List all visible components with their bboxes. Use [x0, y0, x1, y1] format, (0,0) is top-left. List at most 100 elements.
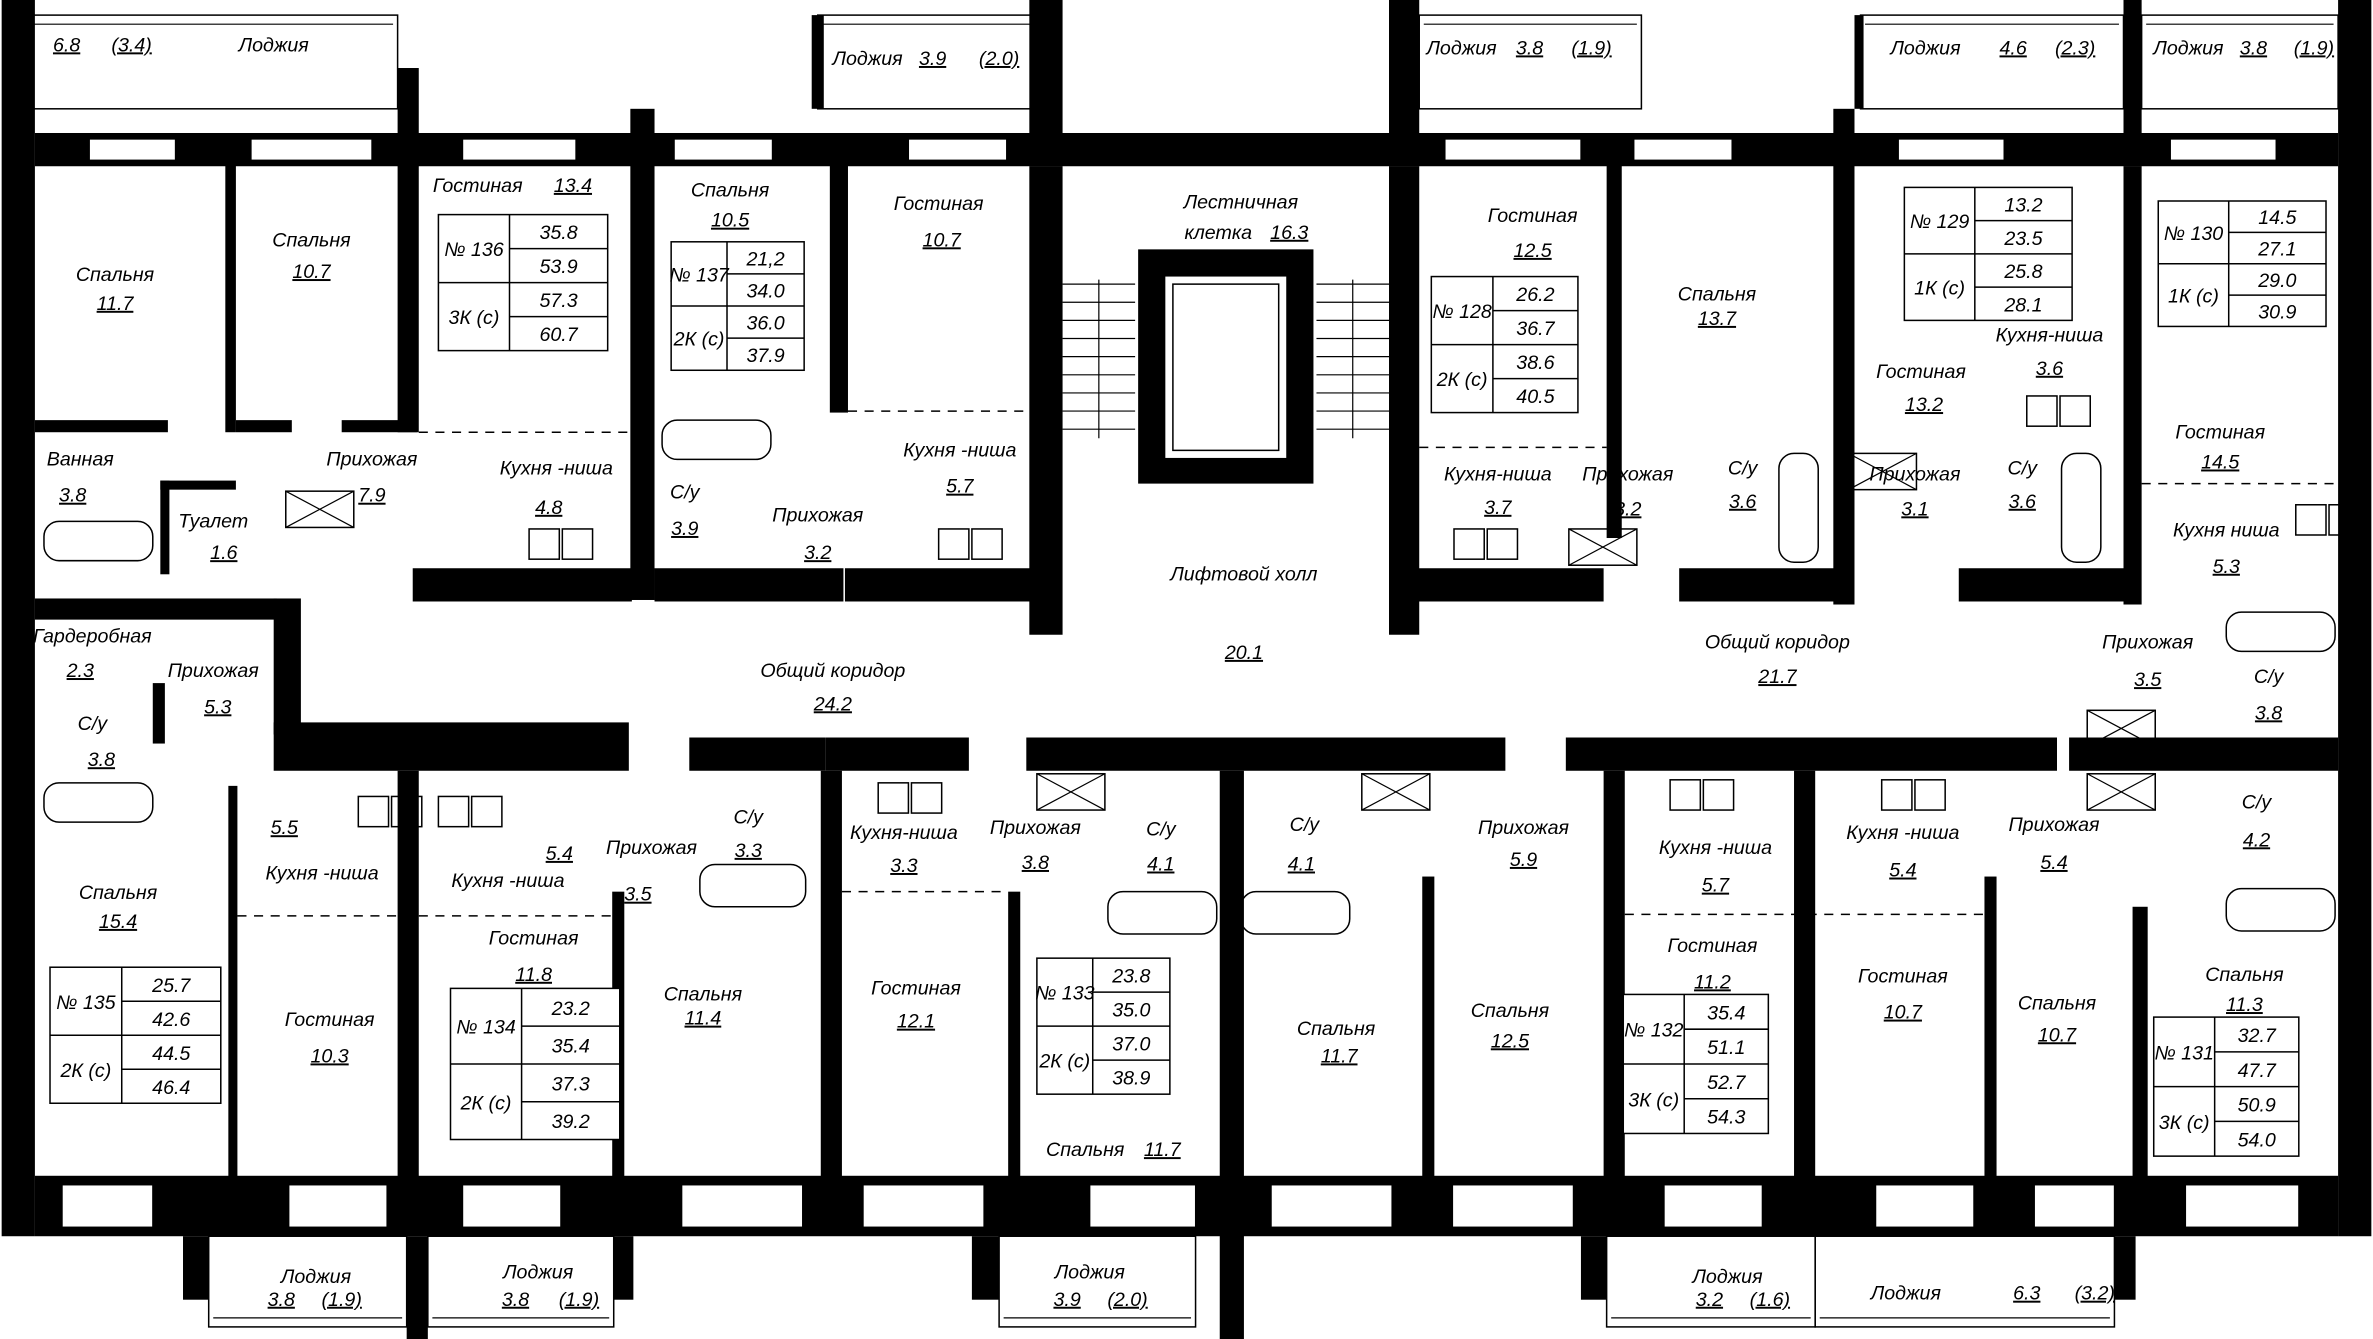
- stair-area: 16.3: [1270, 222, 1308, 244]
- room-area: 12.5: [1513, 240, 1551, 262]
- apartment-area-value: 35.4: [552, 1036, 590, 1058]
- room-name: Прихожая: [168, 660, 260, 682]
- room-area: 10.5: [711, 210, 749, 232]
- apartment-area-value: 25.8: [2003, 261, 2042, 283]
- bathtub-icon: [2225, 611, 2336, 653]
- room-area: 3.5: [2134, 669, 2161, 691]
- apartment-number: № 134: [456, 1017, 516, 1039]
- bathtub-icon: [2060, 452, 2102, 563]
- room-area: 3.1: [1901, 498, 1928, 520]
- room-area: 11.7: [97, 293, 135, 315]
- room-name: Прихожая: [990, 817, 1082, 839]
- apartment-area-value: 36.7: [1516, 318, 1555, 340]
- wall: [1606, 163, 1622, 539]
- room-name: Гостиная: [1876, 361, 1966, 383]
- loggia-outline: [28, 14, 399, 110]
- room-name: Спальня: [1471, 1000, 1550, 1022]
- stove-icon: [1453, 528, 1485, 560]
- apartment-area-value: 38.9: [1112, 1068, 1150, 1090]
- apartment-area-value: 35.8: [539, 222, 577, 244]
- room-area: 13.2: [1905, 394, 1943, 416]
- loggia-outline: [1418, 14, 1643, 110]
- loggia-area: 3.8: [1516, 37, 1543, 59]
- bathtub-icon: [43, 782, 154, 823]
- room-name: Спальня: [1297, 1018, 1376, 1040]
- wall: [183, 1236, 209, 1300]
- apartment-area-value: 37.3: [552, 1073, 590, 1095]
- apartment-area-value: 37.9: [746, 345, 784, 367]
- wall: [1603, 770, 1625, 1194]
- window: [681, 1184, 804, 1228]
- wardrobe-icon: [1036, 773, 1106, 811]
- room-name: Туалет: [178, 510, 248, 532]
- room-name: С/у: [1290, 814, 1321, 836]
- stove-icon: [357, 795, 390, 828]
- fixtures: [43, 279, 2361, 935]
- apartment-number: № 130: [2164, 223, 2224, 245]
- room-name: Прихожая: [1869, 464, 1961, 486]
- loggia-label: Лоджия: [1869, 1283, 1942, 1305]
- wall: [397, 163, 419, 433]
- apartment-area-value: 54.0: [2238, 1129, 2276, 1151]
- room-area: 5.3: [204, 696, 231, 718]
- room-area: 11.3: [2226, 994, 2263, 1016]
- room-name: Гостиная: [871, 977, 961, 999]
- room-name: С/у: [2254, 666, 2285, 688]
- room-area: 12.1: [897, 1011, 935, 1033]
- apartment-number: № 135: [56, 992, 116, 1014]
- room-name: С/у: [1146, 819, 1177, 841]
- apartment-area-value: 54.3: [1707, 1107, 1745, 1129]
- room-name: Кухня -ниша: [265, 863, 378, 885]
- apartment-number: № 132: [1624, 1020, 1684, 1042]
- room-name: С/у: [2008, 458, 2039, 480]
- sink-icon: [1702, 779, 1735, 811]
- wardrobe-icon: [1568, 528, 1638, 566]
- room-name: Спальня: [2205, 964, 2284, 986]
- wall: [1389, 166, 1420, 635]
- apartment-area-value: 51.1: [1707, 1037, 1745, 1059]
- wall: [654, 568, 844, 602]
- loggia-label: Лоджия: [1888, 37, 1961, 59]
- sink-icon: [390, 795, 423, 828]
- wall: [34, 598, 277, 620]
- apartment-area-value: 23.8: [1111, 966, 1150, 988]
- room-name: Кухня -ниша: [500, 458, 613, 480]
- room-area: 3.8: [88, 749, 115, 771]
- stove-icon: [1880, 779, 1913, 811]
- room-name: Прихожая: [606, 837, 698, 859]
- wall: [273, 722, 629, 771]
- sink-icon: [1486, 528, 1519, 560]
- wall: [1580, 1236, 1607, 1300]
- window: [461, 1184, 562, 1228]
- wall: [2132, 906, 2148, 1194]
- apartment-area-value: 50.9: [2238, 1095, 2276, 1117]
- loggia-half: (3.4): [111, 34, 151, 56]
- wall: [1565, 737, 2058, 771]
- apartment-number: № 133: [1035, 983, 1095, 1005]
- room-area: 3.8: [1022, 852, 1049, 874]
- loggia-area: 3.9: [1053, 1289, 1080, 1311]
- room-area: 13.7: [1698, 308, 1737, 330]
- room-area: 12.5: [1491, 1030, 1529, 1052]
- room-area: 14.5: [2201, 451, 2239, 473]
- wall: [1794, 770, 1816, 1194]
- apartment-area-value: 29.0: [2257, 270, 2296, 292]
- corridor-left-area: 24.2: [813, 693, 852, 715]
- room-name: Гостиная: [1668, 935, 1758, 957]
- lift-hall-area: 20.1: [1224, 642, 1263, 664]
- room-name: Прихожая: [2008, 814, 2100, 836]
- sink-icon: [1914, 779, 1946, 811]
- apartment-type: 2К (с): [673, 329, 725, 351]
- room-area: 3.5: [624, 884, 651, 906]
- room-area: 11.4: [685, 1008, 722, 1030]
- sink-icon: [910, 782, 943, 814]
- room-name: Спальня: [272, 229, 351, 251]
- apartment-type: 2К (с): [59, 1060, 111, 1082]
- wall: [2123, 166, 2142, 605]
